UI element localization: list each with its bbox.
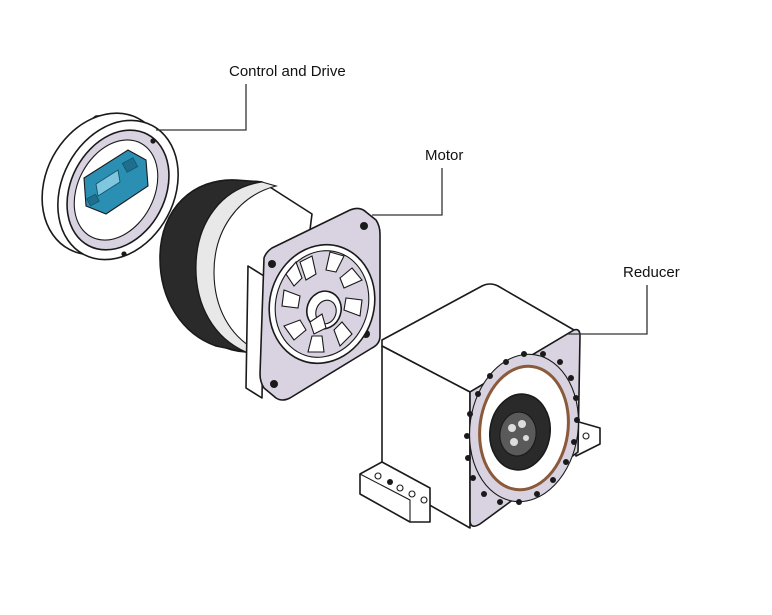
reducer-module [359, 283, 601, 529]
motor-module [159, 179, 381, 401]
control-drive-module [41, 112, 179, 261]
control-and-drive-label: Control and Drive [229, 63, 346, 80]
reducer-label: Reducer [623, 264, 680, 281]
reducer-output-flange [464, 351, 580, 505]
motor-spoke-wheel [268, 243, 376, 365]
motor-leader-line [372, 168, 443, 216]
control-leader-line [156, 84, 247, 131]
reducer-leader-line [568, 285, 648, 335]
motor-label: Motor [425, 147, 464, 164]
